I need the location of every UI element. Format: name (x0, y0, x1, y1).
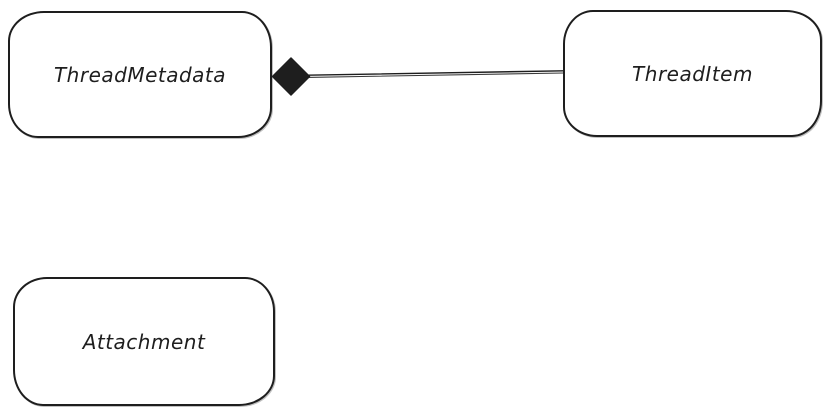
node-attachment[interactable]: Attachment (13, 277, 275, 406)
node-thread-metadata-label: ThreadMetadata (53, 62, 227, 87)
composition-edge-threadmetadata-threaditem[interactable] (271, 57, 565, 96)
node-thread-metadata[interactable]: ThreadMetadata (8, 11, 272, 138)
node-attachment-label: Attachment (82, 329, 206, 354)
node-thread-item-label: ThreadItem (632, 61, 753, 86)
node-thread-item[interactable]: ThreadItem (563, 10, 822, 137)
filled-diamond-icon (271, 57, 311, 96)
